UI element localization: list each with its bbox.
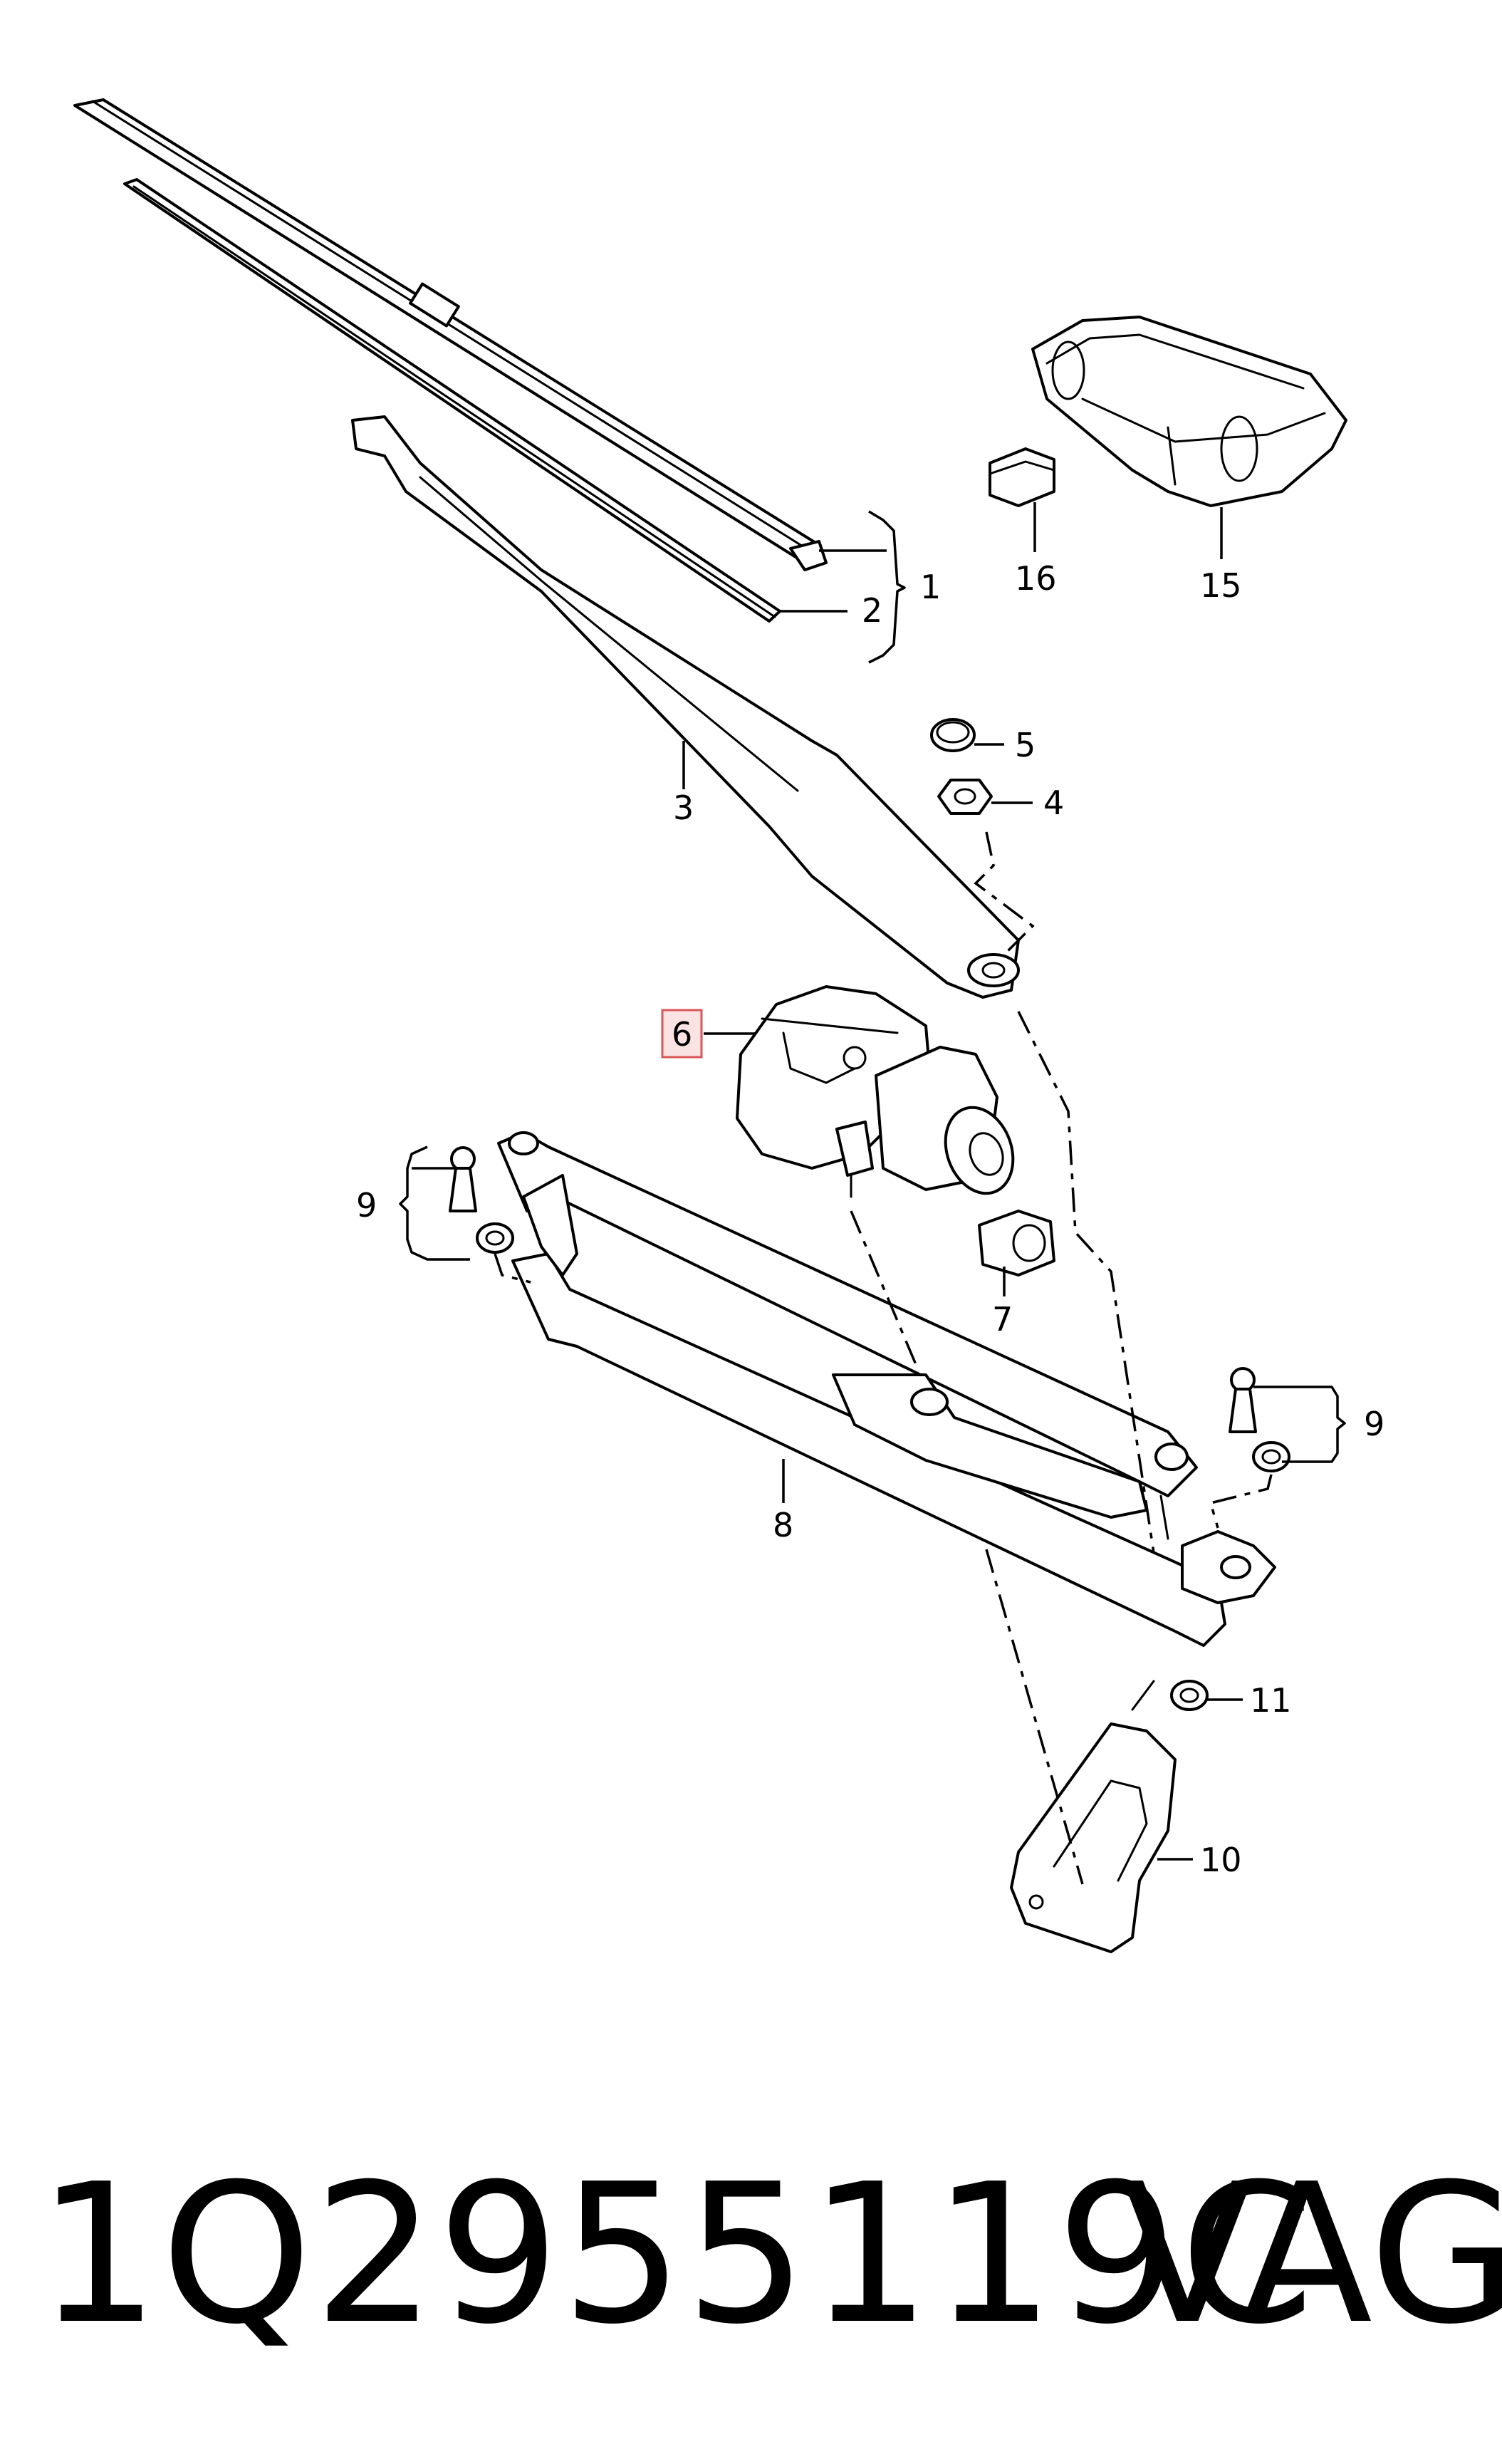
bolt-grommet-left[interactable]: [449, 1146, 514, 1254]
assembly-line-arm-frame: [1017, 1011, 1155, 1554]
wiper-blade-insert[interactable]: [123, 178, 781, 623]
cover-cap[interactable]: [930, 718, 976, 752]
exploded-parts-diagram: 1 2 3 4 5 6 7 8 9 9 10 11 15 16: [73, 98, 1384, 1953]
sensor-housing[interactable]: [1031, 316, 1347, 507]
brand-name: VAG: [1122, 2142, 1502, 2366]
callout-15: 15: [1200, 566, 1242, 605]
hex-nut[interactable]: [937, 779, 993, 815]
callout-9-right: 9: [1364, 1405, 1384, 1443]
callout-11: 11: [1250, 1681, 1292, 1720]
wiper-linkage-frame[interactable]: [497, 1131, 1276, 1647]
wiper-blade[interactable]: [73, 98, 828, 571]
callout-3: 3: [673, 789, 694, 827]
part-number: 1Q2955119C: [37, 2142, 1316, 2366]
mounting-bracket[interactable]: [1010, 1680, 1177, 1953]
callout-6[interactable]: 6: [672, 1015, 692, 1054]
assembly-line-motor-frame: [850, 1210, 920, 1372]
callout-6-highlight: [661, 1009, 703, 1059]
wiper-arm[interactable]: [351, 415, 1020, 999]
callout-9-left: 9: [356, 1186, 377, 1225]
callout-4: 4: [1043, 784, 1064, 822]
footer: 1Q2955119C VAG: [0, 2144, 1502, 2415]
callout-5: 5: [1015, 726, 1036, 764]
callout-7: 7: [992, 1300, 1013, 1338]
wiper-motor[interactable]: [736, 985, 1024, 1203]
bolt-grommet-right[interactable]: [1229, 1367, 1290, 1472]
assembly-line-left-bolt: [494, 1253, 531, 1284]
callout-16: 16: [1015, 559, 1057, 598]
callout-2: 2: [862, 591, 882, 630]
connector-7[interactable]: [978, 1210, 1055, 1277]
connector-16[interactable]: [989, 447, 1055, 507]
assembly-line-right-bolt: [1209, 1474, 1273, 1529]
brace-9-right: [1253, 1386, 1346, 1463]
callout-10: 10: [1200, 1841, 1242, 1879]
assembly-line-arm-nut: [974, 831, 1035, 956]
brace-9-left: [399, 1145, 470, 1261]
grommet-11[interactable]: [1170, 1680, 1209, 1711]
assembly-line-frame-bracket: [985, 1549, 1084, 1885]
callout-8: 8: [773, 1506, 793, 1544]
callout-1: 1: [920, 568, 941, 606]
brace-1-2: [868, 510, 906, 664]
